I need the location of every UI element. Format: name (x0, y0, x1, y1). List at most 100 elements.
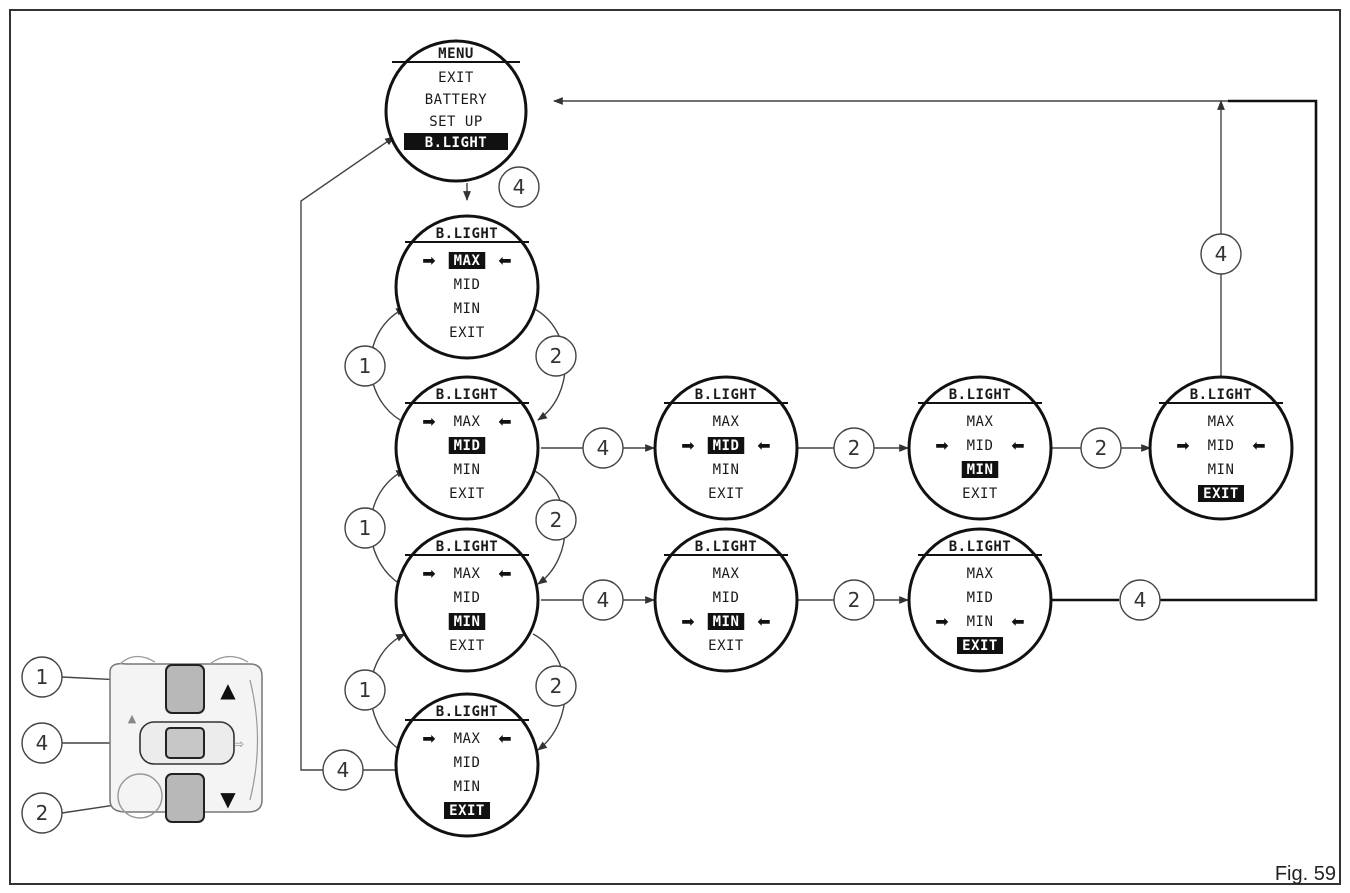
pointer-right-icon: ➡ (935, 436, 948, 455)
pointer-right-icon: ➡ (422, 412, 435, 431)
option-min: MIN (1208, 462, 1235, 478)
pointer-right-icon: ➡ (422, 564, 435, 583)
step-number-badge: 1 (344, 507, 386, 549)
pointer-left-icon: ⬅ (498, 564, 511, 583)
option-min: MIN (454, 462, 481, 478)
option-max: MAX (454, 414, 481, 430)
down-button[interactable] (165, 773, 205, 823)
step-number-badge: 4 (322, 749, 364, 791)
option-mid: MID (454, 755, 481, 771)
option-max: MAX (967, 414, 994, 430)
step-number: 2 (848, 436, 861, 460)
option-exit: EXIT (962, 486, 998, 502)
step-number: 1 (359, 678, 372, 702)
option-mid: MID (454, 590, 481, 606)
option-mid: MID (967, 438, 994, 454)
option-exit: EXIT (708, 486, 744, 502)
option-mid: MID (454, 438, 481, 454)
pointer-left-icon: ⬅ (498, 251, 511, 270)
blight-screens: B.LIGHT MAX ➡ ⬅ MID MIN EXIT B.LIGHT MAX ➡ ⬅ MID MIN… (394, 214, 1294, 838)
screen-title: B.LIGHT (949, 539, 1012, 555)
step-number-badge: 2 (535, 499, 577, 541)
step-number-badge: 4 (1119, 579, 1161, 621)
step-number: 2 (550, 508, 563, 532)
step-number: 2 (848, 588, 861, 612)
option-min: MIN (967, 462, 994, 478)
option-exit: EXIT (708, 638, 744, 654)
pointer-left-icon: ⬅ (757, 436, 770, 455)
blight-screen: B.LIGHT MAX ➡ ⬅ MID MIN EXIT (394, 214, 540, 360)
screen-title: B.LIGHT (436, 704, 499, 720)
menu-item-battery: BATTERY (425, 92, 488, 108)
screen-title: B.LIGHT (436, 539, 499, 555)
option-exit: EXIT (449, 486, 485, 502)
option-exit: EXIT (1203, 486, 1239, 502)
step-number-badge: 2 (21, 792, 63, 834)
pointer-right-icon: ➡ (422, 251, 435, 270)
option-min: MIN (454, 779, 481, 795)
option-max: MAX (454, 253, 481, 269)
step-number: 4 (1134, 588, 1147, 612)
step-number-badge: 4 (1200, 233, 1242, 275)
step-number: 2 (550, 674, 563, 698)
down-arrow-icon: ▼ (220, 787, 236, 811)
pointer-left-icon: ⬅ (757, 612, 770, 631)
step-number-badge: 2 (535, 665, 577, 707)
option-mid: MID (1208, 438, 1235, 454)
option-exit: EXIT (962, 638, 998, 654)
step-number-badge: 2 (535, 335, 577, 377)
menu-screen: MENU EXIT BATTERY SET UP B.LIGHT (384, 39, 528, 183)
step-number-badge: 1 (21, 656, 63, 698)
option-mid: MID (713, 438, 740, 454)
pointer-left-icon: ⬅ (498, 729, 511, 748)
menu-item-exit: EXIT (438, 70, 474, 86)
pointer-right-icon: ➡ (422, 729, 435, 748)
pointer-right-icon: ➡ (1176, 436, 1189, 455)
step-number: 2 (1095, 436, 1108, 460)
option-min: MIN (713, 614, 740, 630)
option-max: MAX (454, 731, 481, 747)
menu-title: MENU (438, 46, 474, 62)
pointer-left-icon: ⬅ (1252, 436, 1265, 455)
option-max: MAX (713, 566, 740, 582)
option-exit: EXIT (449, 803, 485, 819)
option-exit: EXIT (449, 638, 485, 654)
step-number-badge: 1 (344, 345, 386, 387)
blight-screen: B.LIGHT MAX ➡ ⬅ MID MIN EXIT (394, 527, 540, 673)
step-number: 4 (513, 175, 526, 199)
control-switch-illustration: ▲ ⇨ ▲ ▼ (109, 655, 263, 823)
up-button[interactable] (165, 664, 205, 714)
option-mid: MID (967, 590, 994, 606)
step-number: 2 (550, 344, 563, 368)
step-number: 1 (359, 354, 372, 378)
step-number: 1 (36, 665, 49, 689)
screen-title: B.LIGHT (436, 226, 499, 242)
option-max: MAX (713, 414, 740, 430)
step-number-badge: 4 (582, 579, 624, 621)
pointer-left-icon: ⬅ (1011, 612, 1024, 631)
hint-icon: ▲ (128, 712, 137, 725)
option-mid: MID (454, 277, 481, 293)
screen-title: B.LIGHT (436, 387, 499, 403)
menu-item-blight-selected: B.LIGHT (425, 135, 488, 151)
step-number-badge: 4 (21, 722, 63, 764)
option-min: MIN (967, 614, 994, 630)
option-max: MAX (454, 566, 481, 582)
right-hint-icon: ⇨ (234, 737, 244, 751)
step-number: 4 (337, 758, 350, 782)
pointer-left-icon: ⬅ (1011, 436, 1024, 455)
option-exit: EXIT (449, 325, 485, 341)
figure-frame (9, 9, 1341, 885)
option-max: MAX (1208, 414, 1235, 430)
option-min: MIN (454, 614, 481, 630)
screen-title: B.LIGHT (695, 387, 758, 403)
step-number: 4 (597, 588, 610, 612)
enter-button[interactable] (165, 727, 205, 759)
option-min: MIN (454, 301, 481, 317)
